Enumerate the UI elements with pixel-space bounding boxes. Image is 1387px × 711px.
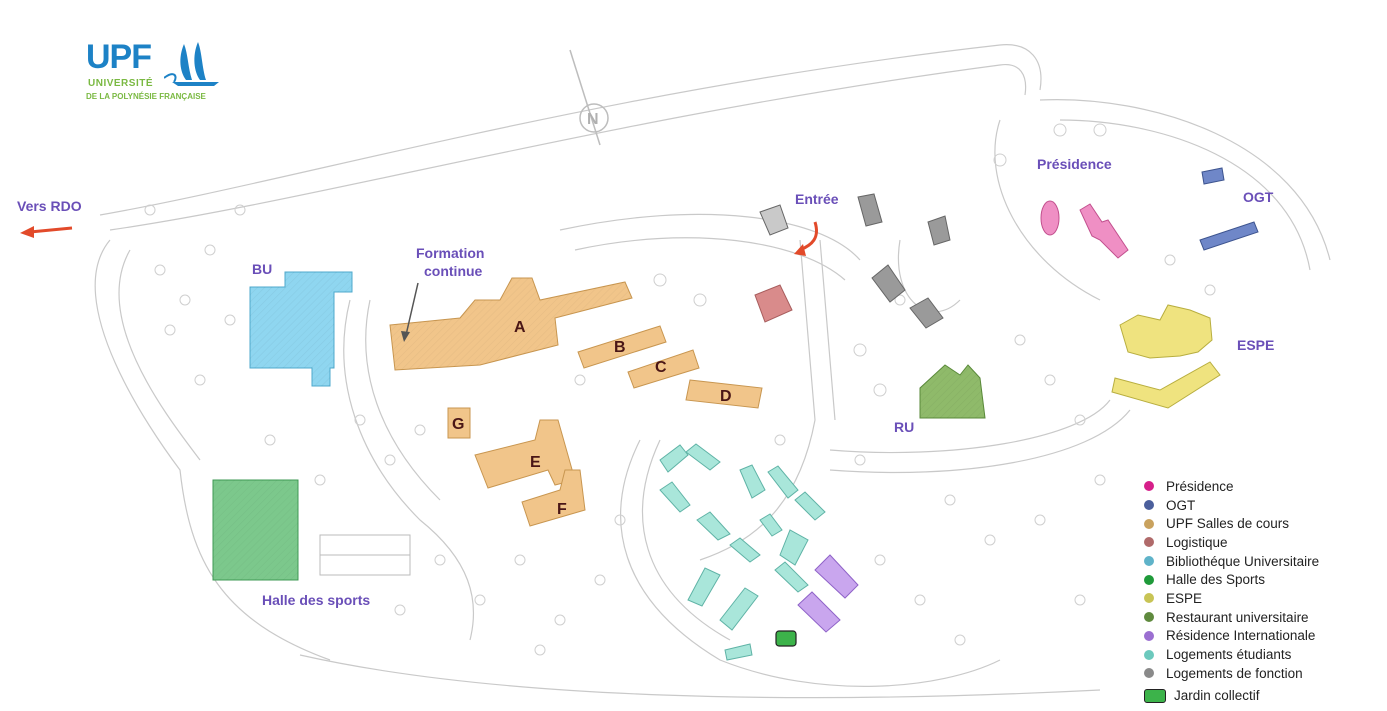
building-d[interactable] <box>685 379 763 409</box>
building-halle-des-sports[interactable] <box>212 479 299 581</box>
building-ru[interactable] <box>919 364 986 419</box>
legend-item: Logements étudiants <box>1144 645 1384 664</box>
north-letter: N <box>587 111 599 128</box>
building-c-letter: C <box>655 359 667 376</box>
legend-swatch <box>1144 593 1154 604</box>
jardin-collectif[interactable] <box>775 630 797 647</box>
parking-halle <box>319 534 411 576</box>
legend-swatch <box>1144 481 1154 492</box>
building-b[interactable] <box>577 325 667 369</box>
formation-arrow <box>401 282 419 342</box>
vers-rdo-label: Vers RDO <box>17 198 82 214</box>
legend-label-jardin: Jardin collectif <box>1174 688 1260 704</box>
building-ogt[interactable] <box>1199 167 1259 251</box>
building-b-letter: B <box>614 339 626 356</box>
legend-item: Logements de fonction <box>1144 664 1384 683</box>
legend-label: Logements étudiants <box>1166 647 1292 663</box>
logements-etudiants[interactable] <box>659 443 826 661</box>
upf-logo: UPF UNIVERSITÉ DE LA POLYNÉSIE FRANÇAISE <box>82 38 242 110</box>
residence-internationale[interactable] <box>797 554 859 633</box>
legend-swatch <box>1144 649 1154 660</box>
legend-label: OGT <box>1166 497 1196 513</box>
legend-item: Logistique <box>1144 533 1384 552</box>
legend-swatch <box>1144 630 1154 641</box>
legend-item: Bibliothéque Universitaire <box>1144 552 1384 571</box>
legend-item: Présidence <box>1144 477 1384 496</box>
legend-swatch <box>1144 500 1154 511</box>
building-a[interactable] <box>389 277 633 371</box>
building-bu[interactable] <box>249 271 353 387</box>
formation-label-2: continue <box>424 263 483 279</box>
legend-item: Halle des Sports <box>1144 570 1384 589</box>
legend-label: Restaurant universitaire <box>1166 609 1309 625</box>
vers-rdo-arrow <box>20 226 73 238</box>
road-network <box>94 44 1331 699</box>
legend-label: Logements de fonction <box>1166 665 1303 681</box>
building-presidence[interactable] <box>1040 200 1129 259</box>
legend-swatch <box>1144 612 1154 623</box>
building-e-letter: E <box>530 454 541 471</box>
legend-label: Logistique <box>1166 534 1228 550</box>
legend-label: Résidence Internationale <box>1166 628 1316 644</box>
legend-label: UPF Salles de cours <box>1166 516 1290 532</box>
building-espe[interactable] <box>1111 304 1221 409</box>
formation-label-1: Formation <box>416 245 484 261</box>
sailboat-icon <box>164 42 219 86</box>
entree-label: Entrée <box>795 191 839 207</box>
legend-item: OGT <box>1144 496 1384 515</box>
entree-arrow <box>794 221 818 256</box>
building-g-letter: G <box>452 416 464 433</box>
legend-item: ESPE <box>1144 589 1384 608</box>
legend-item-jardin: Jardin collectif <box>1144 687 1384 706</box>
logements-de-fonction[interactable] <box>759 193 951 329</box>
building-d-letter: D <box>720 388 732 405</box>
legend-swatch <box>1144 518 1154 529</box>
building-a-letter: A <box>514 319 526 336</box>
building-logistique[interactable] <box>754 284 793 323</box>
legend-swatch <box>1144 574 1154 585</box>
logo-line1: UNIVERSITÉ <box>88 78 154 89</box>
legend-label: Halle des Sports <box>1166 572 1266 588</box>
logo-line2: DE LA POLYNÉSIE FRANÇAISE <box>86 92 206 101</box>
legend-label: Bibliothéque Universitaire <box>1166 553 1320 569</box>
ogt-label: OGT <box>1243 189 1274 205</box>
espe-label: ESPE <box>1237 337 1274 353</box>
legend-swatch <box>1144 537 1154 548</box>
building-f-letter: F <box>557 501 567 518</box>
logo-acronym: UPF <box>86 38 152 76</box>
legend-swatch <box>1144 668 1154 679</box>
legend-swatch <box>1144 556 1154 567</box>
halle-label: Halle des sports <box>262 592 370 608</box>
legend-item: Résidence Internationale <box>1144 627 1384 646</box>
presidence-label: Présidence <box>1037 156 1112 172</box>
compass-rose: N <box>569 49 609 146</box>
ru-label: RU <box>894 419 914 435</box>
building-f[interactable] <box>521 469 586 527</box>
legend-label: Présidence <box>1166 478 1234 494</box>
building-c[interactable] <box>627 349 700 389</box>
trees <box>144 123 1216 656</box>
building-e[interactable] <box>474 419 576 489</box>
legend-label: ESPE <box>1166 590 1203 606</box>
bu-label: BU <box>252 261 272 277</box>
legend-item: UPF Salles de cours <box>1144 514 1384 533</box>
building-g[interactable] <box>447 407 471 439</box>
jardin-swatch <box>1144 688 1166 703</box>
legend-item: Restaurant universitaire <box>1144 608 1384 627</box>
